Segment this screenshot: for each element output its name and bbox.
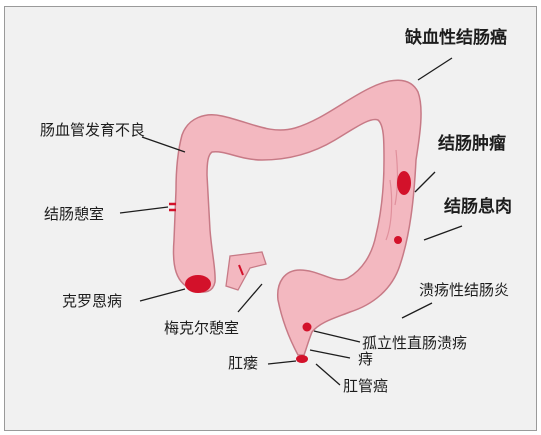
label-ulcerative-colitis: 溃疡性结肠炎	[419, 283, 509, 298]
label-colon-tumor: 结肠肿瘤	[438, 136, 506, 153]
lesion-anal	[296, 355, 308, 363]
lesion-crohns	[185, 275, 211, 293]
lesion-rectal-ulcer	[303, 323, 312, 332]
label-meckel: 梅克尔憩室	[164, 321, 239, 336]
label-colon-polyp: 结肠息肉	[444, 199, 512, 216]
label-hemorrhoid: 痔	[358, 352, 373, 367]
lesion-colon-tumor	[397, 171, 411, 195]
label-solitary-rectal-ulcer: 孤立性直肠溃疡	[362, 336, 467, 351]
label-anal-fistula: 肛瘘	[228, 356, 258, 371]
lesion-polyp	[394, 236, 402, 244]
label-crohns: 克罗恩病	[62, 294, 122, 309]
small-intestine-stub	[226, 252, 266, 290]
colon-body	[173, 80, 421, 355]
label-angiodysplasia: 肠血管发育不良	[40, 123, 145, 138]
label-diverticulum: 结肠憩室	[44, 207, 104, 222]
label-anal-cancer: 肛管癌	[343, 379, 388, 394]
label-ischemic-colitis: 缺血性结肠癌	[405, 30, 507, 47]
